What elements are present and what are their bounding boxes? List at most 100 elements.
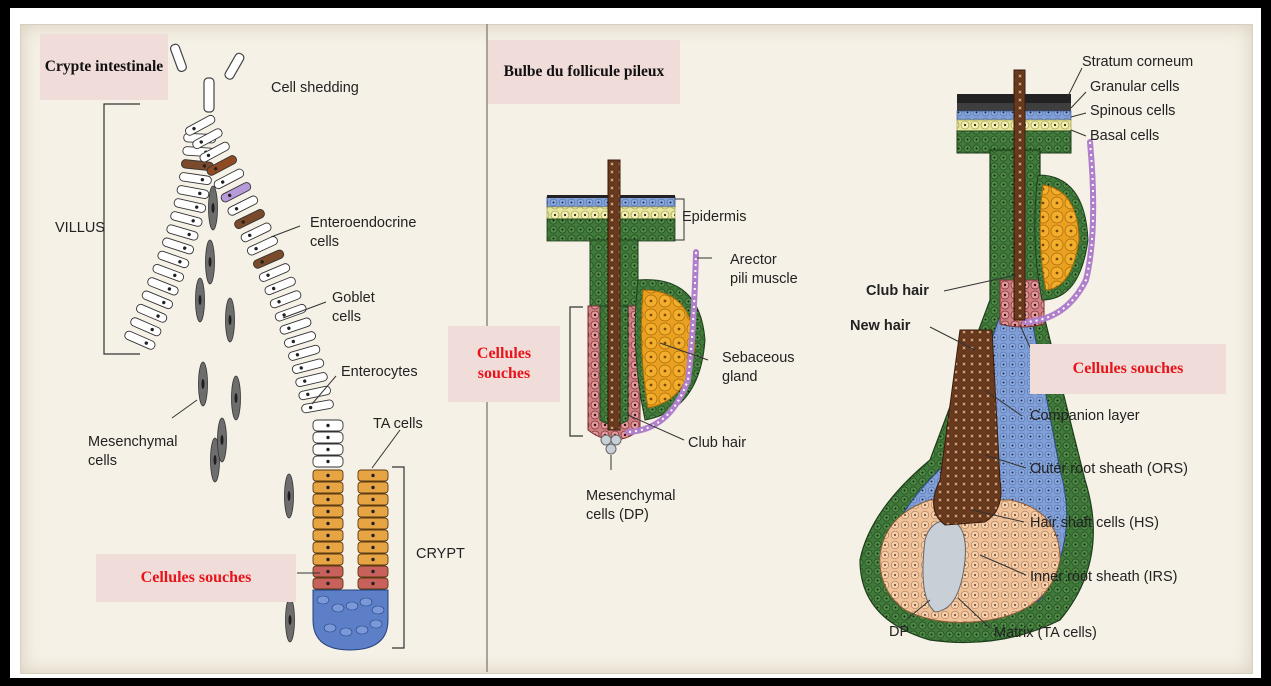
crypt-cell (358, 578, 388, 589)
epidermis-label: Epidermis (682, 209, 746, 225)
paneth-cell (340, 628, 352, 636)
club-hair-large-label: Club hair (866, 283, 929, 299)
mesenchymal-label-2: cells (88, 453, 117, 469)
paneth-cell (360, 598, 372, 606)
mesenchymal-cell (196, 278, 205, 322)
club-hair-label: Club hair (688, 435, 746, 451)
new-hair-label: New hair (850, 318, 911, 334)
enterocytes-label: Enterocytes (341, 364, 418, 380)
basal-label: Basal cells (1090, 128, 1159, 144)
ors-label: Outer root sheath (ORS) (1030, 461, 1188, 477)
paneth-cell (356, 626, 368, 634)
goblet-label: Goblet (332, 290, 375, 306)
leader-line (172, 400, 197, 418)
arrector-label-2: pili muscle (730, 271, 798, 287)
left-panel-title-text: Crypte intestinale (45, 57, 163, 77)
epithelial-cell (313, 444, 343, 455)
cell-shedding-label: Cell shedding (271, 80, 359, 96)
crypt-cell (358, 530, 388, 541)
crypt-bracket (392, 467, 404, 648)
stem-cells-label-large: Cellules souches (1030, 344, 1226, 394)
shed-cell (169, 43, 187, 72)
crypt-cell (313, 530, 343, 541)
mesenchymal-cell (206, 240, 215, 284)
paneth-cell (370, 620, 382, 628)
mesenchymal-cell (226, 298, 235, 342)
crypt-cell (358, 542, 388, 553)
mesenchymal-cell (232, 376, 241, 420)
dp-label: DP (889, 624, 909, 640)
right-panel-title: Bulbe du follicule pileux (488, 40, 680, 104)
dp-cell (606, 444, 616, 454)
crypt-cell (313, 542, 343, 553)
follicle-small-diagram: Epidermis Arector pili muscle Sebaceous … (547, 160, 798, 523)
irs-label: Inner root sheath (IRS) (1030, 569, 1178, 585)
crypt-cell (358, 566, 388, 577)
crypt-cell (313, 506, 343, 517)
epithelial-cell (295, 372, 328, 388)
crypt-cell (358, 518, 388, 529)
ta-cells-label: TA cells (373, 416, 423, 432)
mesenchymal-cell (218, 418, 227, 462)
epithelial-cell (173, 198, 206, 213)
stem-cells-label-follicle: Cellules souches (448, 326, 560, 402)
crypt-cell (313, 578, 343, 589)
sebaceous-label-2: gland (722, 369, 757, 385)
dp-cell (601, 435, 611, 445)
epithelial-cell (170, 211, 203, 227)
stem-cells-label-line1: Cellules (477, 344, 531, 364)
leader-line (372, 430, 400, 468)
leader-line (1071, 113, 1086, 117)
left-panel-title: Crypte intestinale (40, 34, 168, 100)
mesenchymal-label: Mesenchymal (88, 434, 177, 450)
stem-bracket (570, 307, 583, 436)
stem-cells-label-line2: souches (478, 364, 530, 384)
mesenchymal-cell (199, 362, 208, 406)
dp-cell (611, 435, 621, 445)
epithelial-cell (176, 185, 209, 199)
epithelial-cell (301, 399, 334, 413)
crypt-cell (358, 506, 388, 517)
villus-bracket (104, 104, 140, 354)
leader-line (271, 226, 300, 237)
crypt-cell (313, 554, 343, 565)
stem-cells-label-crypt: Cellules souches (96, 554, 296, 602)
epithelial-cell (313, 432, 343, 443)
hs-label: Hair shaft cells (HS) (1030, 515, 1159, 531)
epithelial-cell (313, 456, 343, 467)
arrector-label: Arector (730, 252, 777, 268)
epithelial-cell (179, 172, 212, 185)
crypt-cell (358, 494, 388, 505)
crypt-cell (313, 518, 343, 529)
paneth-cell (317, 596, 329, 604)
mesenchymal-cell (286, 598, 295, 642)
mesenchymal-cell (285, 474, 294, 518)
matrix-label: Matrix (TA cells) (994, 625, 1097, 641)
granular-label: Granular cells (1090, 79, 1179, 95)
mesenchymal-cell (209, 186, 218, 230)
epithelial-cell (288, 344, 321, 361)
paneth-cell (324, 624, 336, 632)
leader-line (1071, 130, 1086, 136)
paneth-cell (332, 604, 344, 612)
stratum-corneum-label: Stratum corneum (1082, 54, 1193, 70)
stem-cells-label-crypt-text: Cellules souches (141, 568, 252, 588)
companion-label: Companion layer (1030, 408, 1140, 424)
right-panel-title-text: Bulbe du follicule pileux (504, 62, 665, 82)
club-hair-large (1014, 70, 1025, 320)
club-hair-shaft (608, 160, 620, 430)
crypt-cell (358, 470, 388, 481)
crypt-cell (313, 482, 343, 493)
paneth-cell (346, 602, 358, 610)
crypt-cell (313, 470, 343, 481)
crypt-epithelium (313, 420, 388, 650)
crypt-cell (358, 482, 388, 493)
crypt-label: CRYPT (416, 546, 465, 562)
sebaceous-label: Sebaceous (722, 350, 795, 366)
villus-label: VILLUS (55, 220, 105, 236)
epithelial-cell (166, 224, 199, 241)
shed-cell (224, 52, 246, 81)
goblet-label-2: cells (332, 309, 361, 325)
stem-cells-label-large-text: Cellules souches (1073, 359, 1184, 379)
mesenchymal-dp-label-2: cells (DP) (586, 507, 649, 523)
